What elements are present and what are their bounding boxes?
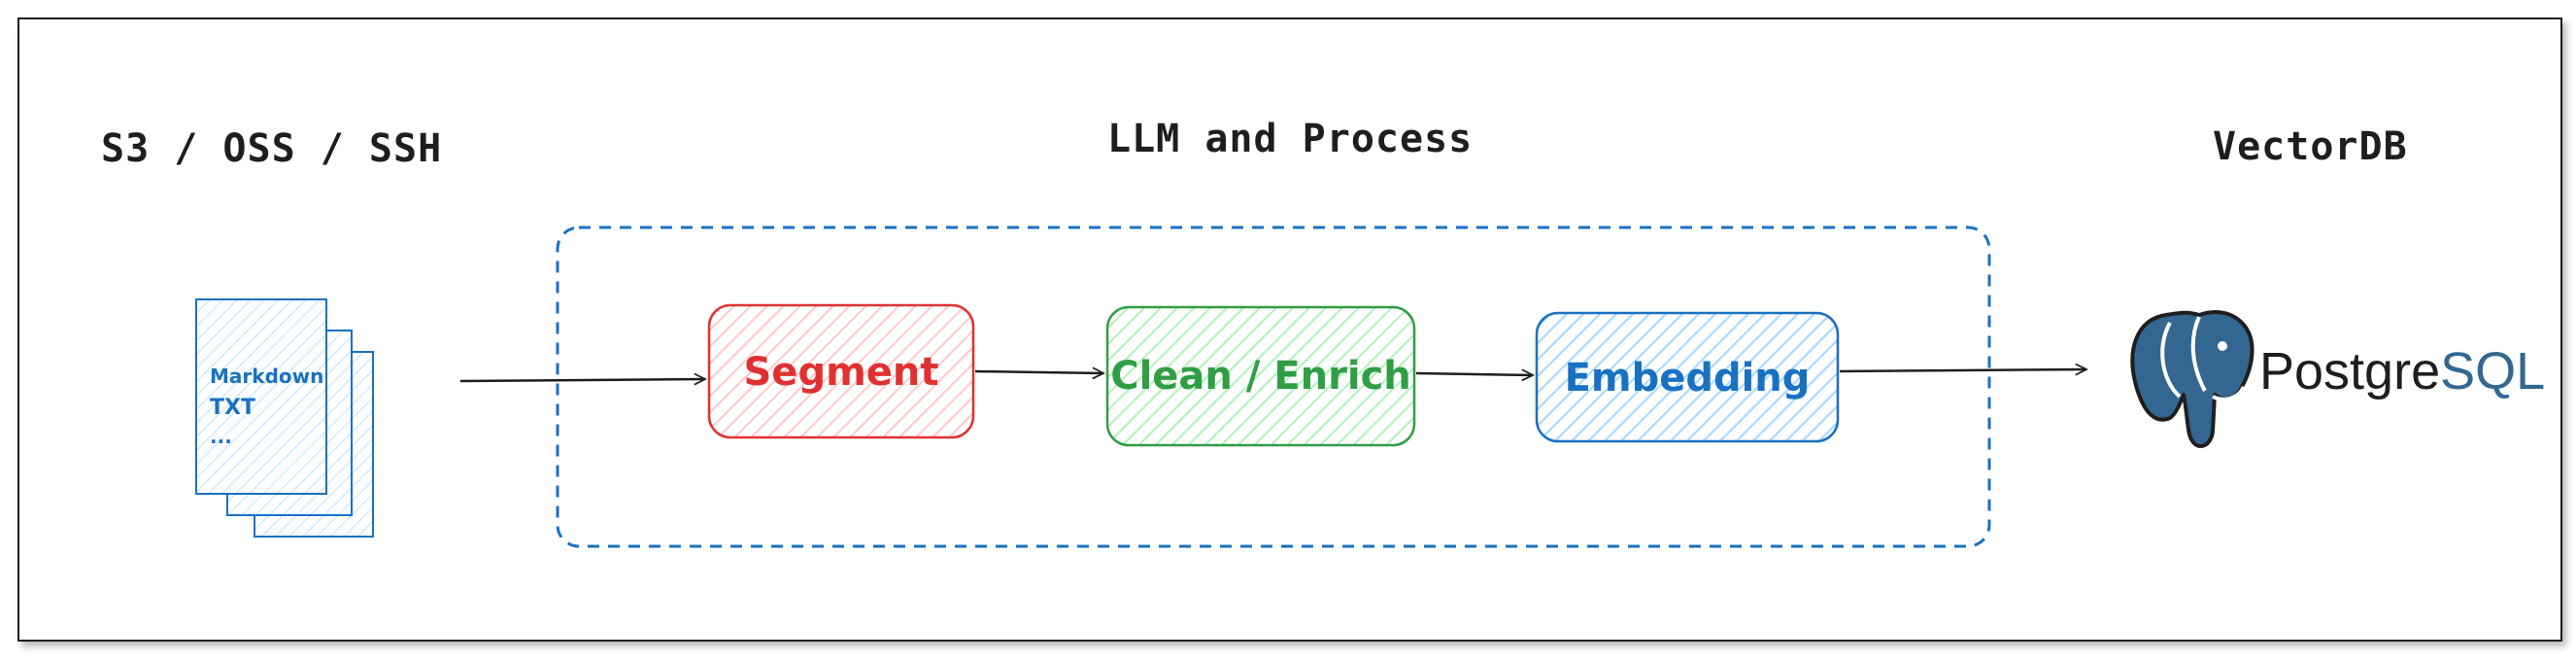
- document-line-txt: TXT: [210, 396, 255, 420]
- clean-enrich-label: Clean / Enrich: [1110, 354, 1411, 399]
- segment-step: Segment: [707, 303, 975, 439]
- embedding-label: Embedding: [1565, 356, 1811, 400]
- document-stack-icon: Markdown TXT ...: [195, 298, 374, 538]
- document-page-front: [195, 298, 327, 495]
- process-group-box: [556, 226, 1991, 548]
- arrow-segment-to-clean: [974, 371, 1103, 373]
- target-section-title: VectorDB: [2213, 124, 2408, 169]
- embedding-box: [1535, 311, 1840, 443]
- postgresql-wordmark-part1: Postgre: [2259, 342, 2440, 400]
- document-line-markdown: Markdown: [210, 365, 323, 388]
- arrow-clean-to-embedding: [1415, 373, 1533, 375]
- document-line-ellipsis: ...: [210, 425, 232, 448]
- embedding-step: Embedding: [1535, 311, 1840, 443]
- process-section-title: LLM and Process: [1107, 117, 1474, 161]
- segment-label: Segment: [744, 350, 939, 395]
- postgresql-wordmark: PostgreSQL: [2259, 342, 2545, 400]
- segment-box: [707, 303, 975, 439]
- postgresql-elephant-icon: [2130, 310, 2254, 448]
- arrow-embedding-to-database: [1839, 369, 2086, 371]
- arrow-source-to-segment: [459, 379, 705, 381]
- source-section-title: S3 / OSS / SSH: [101, 126, 443, 171]
- postgresql-wordmark-part2: SQL: [2440, 342, 2545, 400]
- clean-enrich-step: Clean / Enrich: [1105, 305, 1416, 447]
- clean-enrich-box: [1105, 305, 1416, 447]
